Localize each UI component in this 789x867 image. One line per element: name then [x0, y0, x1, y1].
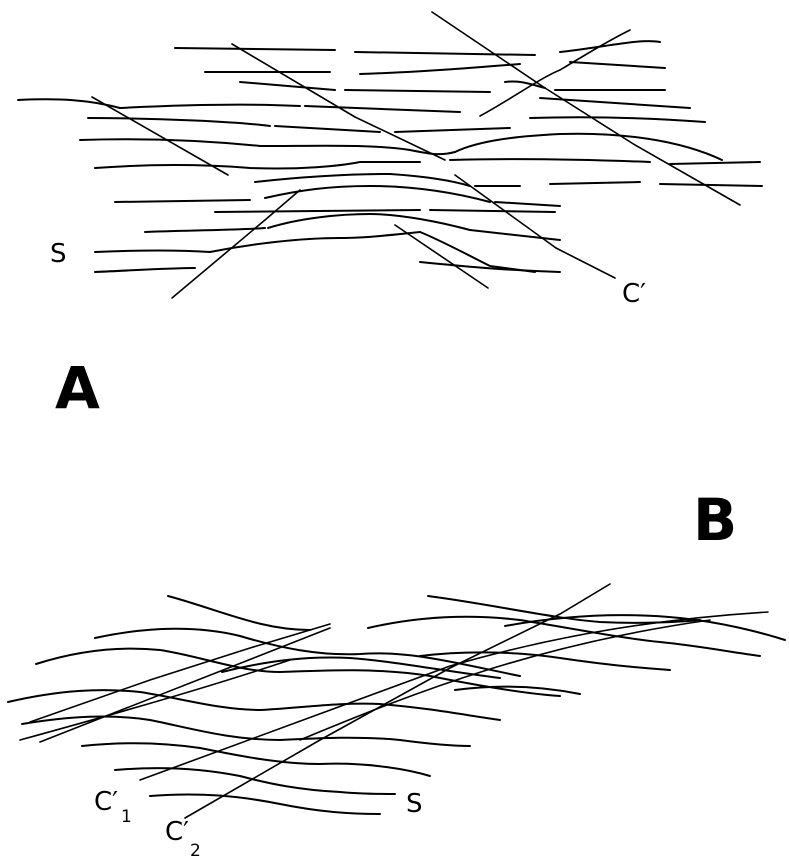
panel-b-shear-band-label-2: C′ 2	[165, 817, 201, 861]
panel-b-label: B	[693, 486, 737, 554]
panel-b-c1-label: C′	[94, 787, 118, 817]
panel-a-shear-band-label: C′	[622, 279, 646, 309]
panel-a-shear-bands	[92, 12, 740, 298]
panel-a-label: A	[55, 354, 100, 422]
panel-b-c2-subscript: 2	[190, 841, 201, 861]
panel-b-foliation-label: S	[406, 789, 423, 819]
panel-b-foliation-lines	[8, 596, 785, 814]
panel-b-shear-band-label-1: C′ 1	[94, 787, 132, 827]
panel-b-c2-label: C′	[165, 817, 189, 847]
panel-a-foliation-lines	[18, 41, 762, 272]
panel-a: S C′ A	[18, 12, 762, 422]
panel-b-c1-subscript: 1	[121, 807, 132, 827]
panel-b-shear-bands	[20, 584, 768, 818]
panel-a-foliation-label: S	[50, 239, 67, 269]
panel-b: B S C′ 1	[8, 486, 785, 861]
